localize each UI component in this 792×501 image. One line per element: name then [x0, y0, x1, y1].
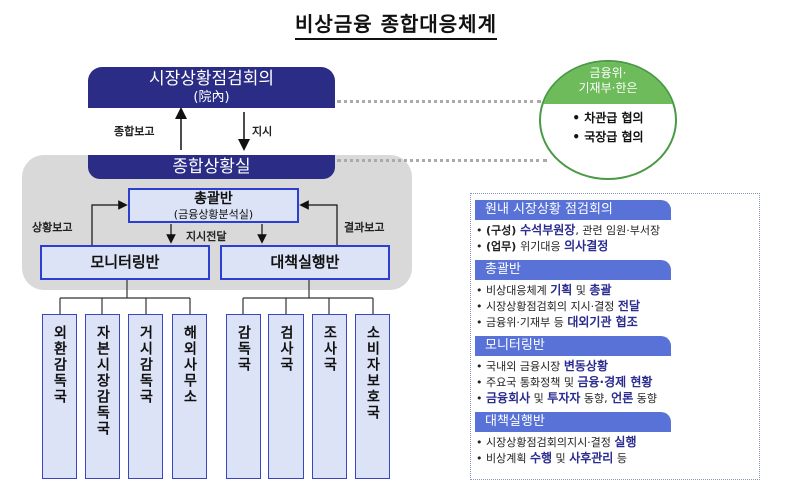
- unit-box: 해외사무소: [172, 314, 207, 479]
- dotted-link-top: [337, 100, 541, 103]
- market-review-meeting-title: 시장상황점검회의: [148, 69, 275, 89]
- bullet-text: (구성): [486, 224, 521, 237]
- bullet-text: 대외기관 협조: [567, 315, 638, 329]
- bullet-text: 수행: [529, 451, 553, 465]
- bullet-item: • 금융회사 및 투자자 동향, 언론 동향: [476, 391, 657, 406]
- section-header: 총괄반: [475, 260, 671, 280]
- result-report-label: 결과보고: [344, 221, 385, 234]
- bullet-item: • (구성) 수석부원장, 관련 임원·부서장: [476, 223, 660, 238]
- bullet-text: 위기대응: [520, 240, 565, 253]
- unit-box: 감독국: [226, 314, 261, 479]
- bullet-item: • 비상대응체계 기획 및 총괄: [476, 283, 612, 298]
- bullet-text: , 관련 임원·부서장: [575, 224, 661, 237]
- general-team-sub: (금융상황분석실): [173, 208, 254, 221]
- monitoring-team-box: 모니터링반: [40, 245, 210, 280]
- circle-item: • 차관급 협의: [572, 111, 644, 125]
- bullet-text: 총괄: [589, 283, 612, 297]
- bullet-text: • 시장상황점검회의지시·결정: [476, 436, 615, 449]
- title-text: 비상금융 종합대응체계: [295, 12, 497, 40]
- market-review-meeting-sub: (院內): [193, 90, 230, 105]
- bullet-item: • 금융위·기재부 등 대외기관 협조: [476, 315, 638, 330]
- general-team-box: 총괄반 (금융상황분석실): [128, 188, 299, 223]
- result-report-arrow: [299, 200, 338, 245]
- unit-label: 감독국: [235, 325, 252, 373]
- bullet-text: 실행: [614, 435, 637, 449]
- circle-item: • 국장급 협의: [572, 130, 644, 144]
- org-tree-lines: [59, 280, 374, 314]
- unit-label: 자본시장감독국: [94, 325, 111, 437]
- diagram-title: 비상금융 종합대응체계: [0, 8, 792, 40]
- bullet-text: • 시장상황점검회의 지시·결정: [476, 300, 618, 313]
- instruction-label: 지시: [252, 125, 273, 138]
- bullet-text: 금융·경제 현황: [577, 375, 653, 389]
- instruction-relay-label: 지시전달: [186, 230, 227, 243]
- bullet-text: • 금융위·기재부 등: [476, 316, 568, 329]
- bullet-text: •: [476, 240, 486, 253]
- bullet-text: •: [476, 392, 486, 405]
- bullet-text: 사후관리: [569, 451, 614, 465]
- unit-box: 소비자보호국: [355, 314, 390, 479]
- bullet-item: • 주요국 통화정책 및 금융·경제 현황: [476, 375, 652, 390]
- circle-items: • 차관급 협의 • 국장급 협의: [541, 109, 675, 147]
- unit-label: 조사국: [321, 325, 338, 373]
- bullet-text: 변동상황: [563, 359, 608, 373]
- bullet-text: 투자자: [547, 391, 581, 405]
- unit-box: 검사국: [268, 314, 304, 479]
- bullet-text: 언론: [611, 391, 634, 405]
- dotted-link-bottom: [337, 159, 547, 162]
- bullet-text: (업무): [486, 240, 521, 253]
- bullet-item: • (업무) 위기대응 의사결정: [476, 239, 608, 254]
- bullet-text: 및: [530, 392, 548, 405]
- bullet-text: 동향,: [580, 392, 612, 405]
- circle-header-line1: 금융위·: [589, 66, 627, 80]
- unit-label: 소비자보호국: [364, 325, 381, 421]
- comprehensive-report-label: 종합보고: [114, 125, 155, 138]
- bullet-item: • 시장상황점검회의지시·결정 실행: [476, 435, 637, 450]
- bullet-text: • 비상계획: [476, 452, 530, 465]
- unit-box: 거시감독국: [128, 314, 163, 479]
- bullet-text: 의사결정: [564, 239, 609, 253]
- bullet-text: 전달: [617, 299, 641, 313]
- bullet-text: 및: [552, 452, 570, 465]
- section-header: 모니터링반: [475, 336, 671, 356]
- unit-label: 외환감독국: [51, 325, 68, 405]
- bullet-text: 금융회사: [486, 391, 531, 405]
- general-team-name: 총괄반: [194, 191, 233, 207]
- bullet-text: • 비상대응체계: [476, 284, 551, 297]
- unit-label: 검사국: [278, 325, 294, 373]
- circle-header-line2: 기재부·한은: [578, 81, 638, 95]
- bullet-text: 동향: [633, 392, 657, 405]
- bullet-text: • 국내외 금융시장: [476, 360, 564, 373]
- external-agencies-circle: 금융위· 기재부·한은 • 차관급 협의 • 국장급 협의: [539, 60, 677, 180]
- unit-box: 조사국: [312, 314, 347, 479]
- bullet-text: • 주요국 통화정책 및: [476, 376, 578, 389]
- bullet-item: • 국내외 금융시장 변동상황: [476, 359, 608, 374]
- unit-box: 자본시장감독국: [85, 314, 120, 479]
- unit-box: 외환감독국: [42, 314, 77, 479]
- bullet-item: • 비상계획 수행 및 사후관리 등: [476, 451, 627, 466]
- status-report-arrow: [91, 200, 128, 245]
- status-report-label: 상황보고: [32, 221, 73, 234]
- bullet-text: 기획: [550, 283, 573, 297]
- bullet-text: 등: [613, 452, 627, 465]
- situation-room-box: 종합상황실: [88, 155, 335, 179]
- section-header: 대책실행반: [475, 412, 671, 432]
- bullet-text: •: [476, 224, 486, 237]
- unit-label: 거시감독국: [137, 325, 154, 405]
- section-header: 원내 시장상황 점검회의: [475, 200, 671, 220]
- action-team-box: 대책실행반: [220, 245, 390, 280]
- roles-panel: 원내 시장상황 점검회의• (구성) 수석부원장, 관련 임원·부서장• (업무…: [470, 193, 760, 480]
- unit-label: 해외사무소: [181, 325, 198, 405]
- bullet-text: 수석부원장: [520, 223, 576, 237]
- bullet-item: • 시장상황점검회의 지시·결정 전달: [476, 299, 640, 314]
- market-review-meeting-box: 시장상황점검회의 (院內): [88, 67, 335, 108]
- bullet-text: 및: [572, 284, 590, 297]
